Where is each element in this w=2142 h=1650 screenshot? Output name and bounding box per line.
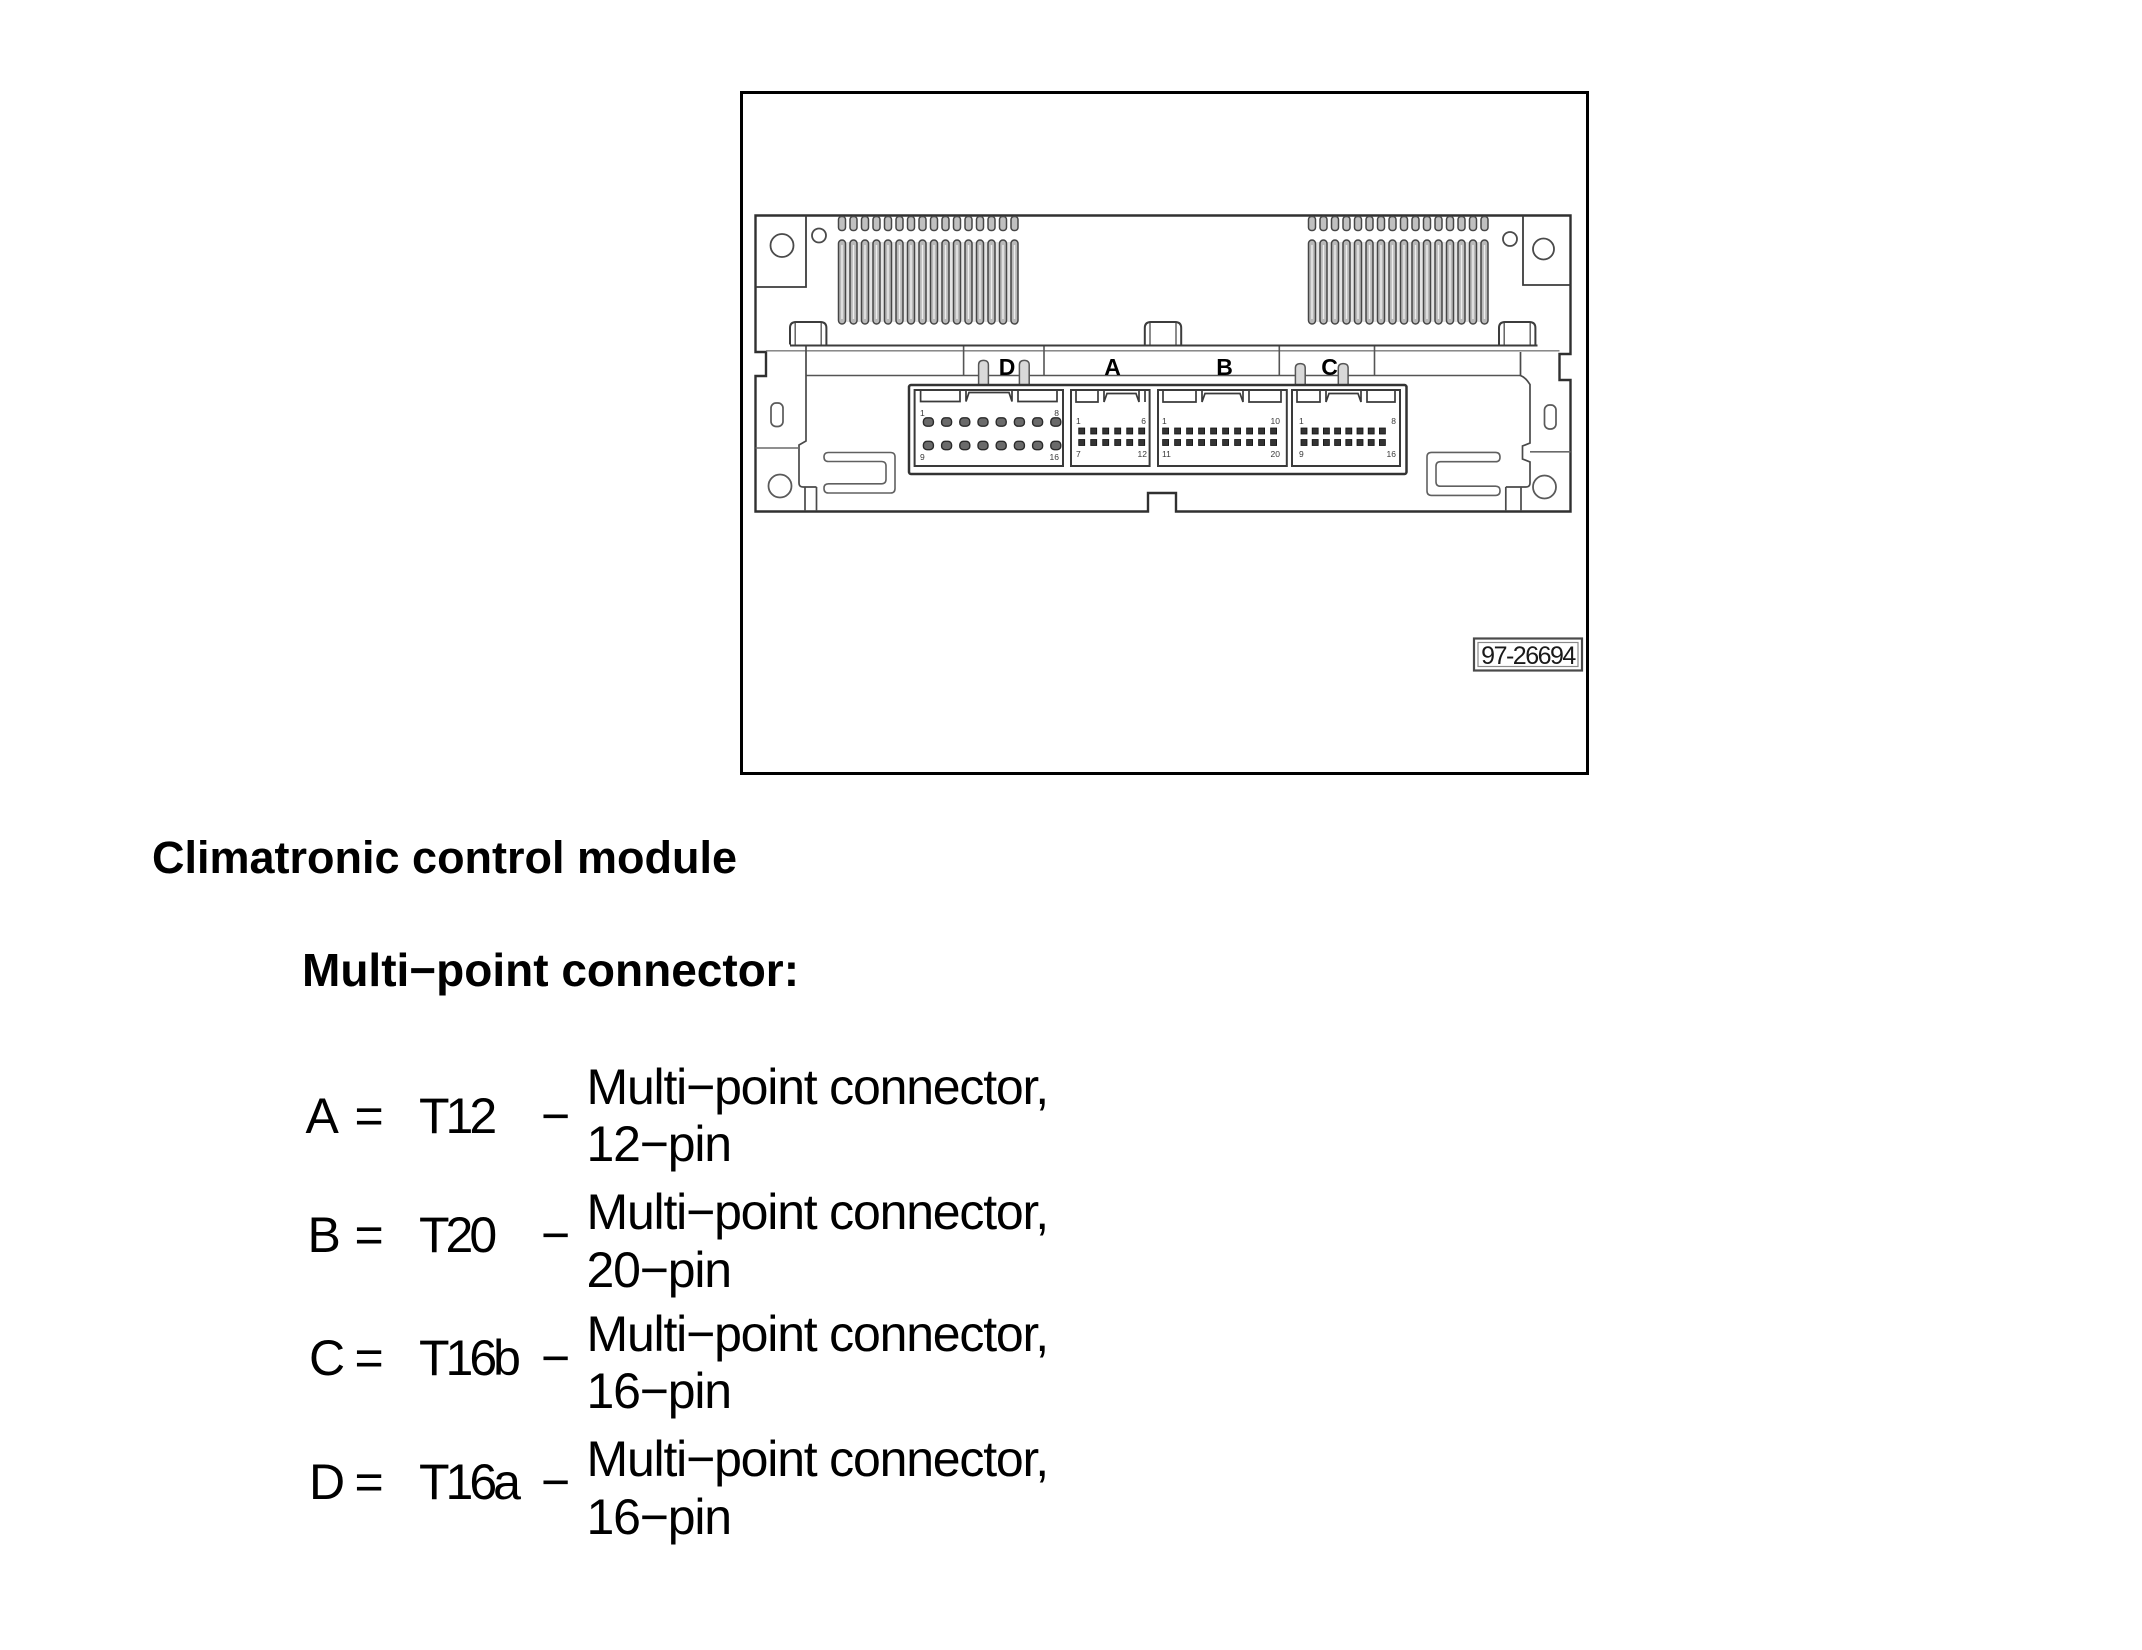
svg-text:20: 20	[1271, 449, 1281, 459]
svg-text:16: 16	[1387, 449, 1397, 459]
svg-text:9: 9	[920, 452, 925, 462]
svg-text:1: 1	[920, 408, 925, 418]
svg-text:1: 1	[1076, 416, 1081, 426]
svg-text:1: 1	[1299, 416, 1304, 426]
svg-text:8: 8	[1391, 416, 1396, 426]
svg-text:10: 10	[1271, 416, 1281, 426]
svg-text:6: 6	[1141, 416, 1146, 426]
svg-text:D: D	[999, 354, 1016, 380]
svg-text:16: 16	[1050, 452, 1060, 462]
svg-text:1: 1	[1162, 416, 1167, 426]
svg-text:11: 11	[1162, 449, 1171, 459]
svg-text:A: A	[1104, 354, 1121, 380]
svg-text:8: 8	[1054, 408, 1059, 418]
svg-text:B: B	[1216, 354, 1233, 380]
svg-text:97-26694: 97-26694	[1481, 642, 1576, 670]
svg-text:C: C	[1321, 354, 1338, 380]
svg-text:7: 7	[1076, 449, 1081, 459]
svg-text:12: 12	[1138, 449, 1148, 459]
svg-text:9: 9	[1299, 449, 1304, 459]
